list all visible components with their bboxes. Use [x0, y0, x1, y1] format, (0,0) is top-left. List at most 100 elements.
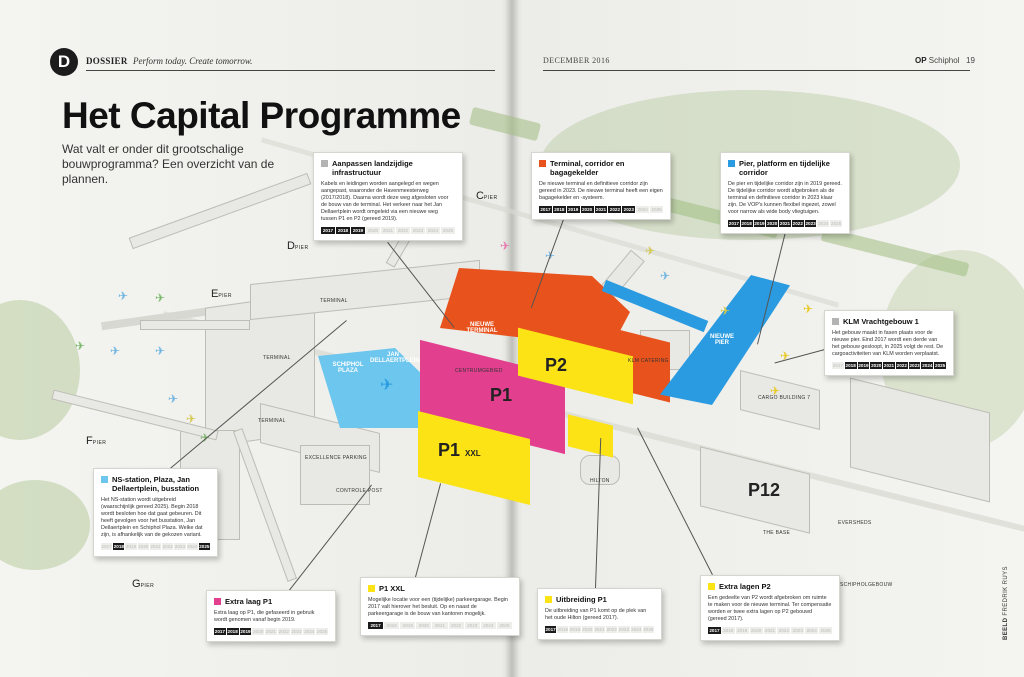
airplane-icon: ✈ — [75, 339, 86, 353]
airplane-icon: ✈ — [780, 349, 791, 363]
timeline-year: 2024 — [921, 362, 934, 369]
color-swatch-icon — [832, 318, 839, 325]
timeline-year: 2017 — [539, 206, 552, 213]
terminal-label: TERMINAL — [320, 298, 348, 304]
timeline-year: 2020 — [252, 628, 265, 635]
timeline-year: 2024 — [630, 626, 642, 633]
airplane-icon: ✈ — [720, 304, 731, 318]
timeline-year: 2019 — [125, 543, 137, 550]
timeline-year: 2025 — [496, 622, 512, 629]
timeline-year: 2023 — [618, 626, 630, 633]
timeline-year: 2022 — [606, 626, 618, 633]
timeline-year: 2018 — [113, 543, 125, 550]
airplane-icon: ✈ — [645, 244, 656, 258]
airplane-icon: ✈ — [660, 269, 671, 283]
pier-d-label: DPIER — [287, 240, 309, 252]
cargo-building-label: CARGO BUILDING 7 — [758, 395, 811, 401]
timeline-year: 2018 — [844, 362, 857, 369]
timeline-year: 2019 — [569, 626, 581, 633]
jan-dellaertplein-label: JAN DELLAERTPLEIN — [370, 352, 420, 364]
airplane-icon: ✈ — [803, 302, 814, 316]
timeline-year: 2020 — [870, 362, 883, 369]
timeline-year: 2020 — [137, 543, 149, 550]
color-swatch-icon — [321, 160, 328, 167]
intro-text: Wat valt er onder dit grootschalige bouw… — [62, 142, 275, 186]
timeline-year: 2022 — [608, 206, 622, 213]
timeline-year: 2022 — [396, 227, 410, 234]
timeline-year: 2018 — [226, 628, 239, 635]
timeline-year: 2019 — [753, 220, 766, 227]
timeline-year: 2020 — [581, 626, 593, 633]
timeline-year: 2020 — [580, 206, 594, 213]
image-credit: BEELD FREDRIK RUYS — [1003, 566, 1009, 640]
nieuwe-terminal-label: NIEUWE TERMINAL — [466, 322, 498, 334]
timeline-year: 2019 — [351, 227, 365, 234]
pier-g-label: GPIER — [132, 578, 155, 590]
page-title: Het Capital Programme — [62, 95, 461, 136]
pier-e-label: EPIER — [211, 288, 233, 300]
timeline-year: 2023 — [622, 206, 636, 213]
airplane-icon: ✈ — [500, 239, 511, 253]
centrumgebied-label: CENTRUMGEBIED — [455, 368, 503, 374]
timeline-year: 2018 — [384, 622, 400, 629]
timeline-year: 2017 — [708, 627, 721, 634]
callout-p1-xxl: P1 XXL Mogelijke locatie voor een (tijde… — [360, 577, 520, 636]
timeline-year: 2023 — [411, 227, 425, 234]
airplane-icon: ✈ — [186, 412, 197, 426]
timeline-year: 2018 — [552, 206, 566, 213]
timeline-year: 2021 — [763, 627, 777, 634]
timeline-year: 2024 — [805, 627, 819, 634]
timeline-year: 2018 — [721, 627, 735, 634]
timeline-year: 2017 — [832, 362, 844, 369]
color-swatch-icon — [708, 583, 715, 590]
timeline-year: 2017 — [368, 622, 384, 629]
timeline-year: 2022 — [777, 627, 791, 634]
timeline-year: 2020 — [366, 227, 380, 234]
timeline-year: 2021 — [779, 220, 791, 227]
airplane-icon: ✈ — [380, 377, 394, 394]
excellence-parking-building — [300, 445, 370, 505]
pier-f-label: FPIER — [86, 435, 107, 447]
timeline-year: 2017 — [214, 628, 226, 635]
airplane-icon: ✈ — [118, 289, 129, 303]
timeline-year: 2019 — [735, 627, 749, 634]
magazine-name: OP Schiphol — [915, 56, 960, 65]
p1-xxl-label: P1 XXL — [438, 440, 481, 460]
color-swatch-icon — [545, 596, 552, 603]
section-label: DOSSIER — [86, 56, 128, 66]
p12-label: P12 — [748, 480, 781, 500]
timeline-year: 2017 — [545, 626, 557, 633]
timeline-year: 2020 — [749, 627, 763, 634]
leader-line — [415, 483, 442, 578]
airplane-icon: ✈ — [168, 392, 179, 406]
p2-label: P2 — [545, 355, 568, 375]
timeline-year: 2023 — [290, 628, 303, 635]
terminal-label: TERMINAL — [263, 355, 291, 361]
pier-building — [232, 428, 298, 582]
timeline-year: 2017 — [101, 543, 113, 550]
timeline-year: 2024 — [303, 628, 316, 635]
timeline-year: 2021 — [432, 622, 448, 629]
timeline-year: 2024 — [817, 220, 830, 227]
issue-date: DECEMBER 2016 — [543, 56, 610, 65]
timeline-year: 2025 — [934, 362, 947, 369]
timeline-year: 2018 — [557, 626, 569, 633]
grass-patch — [0, 300, 80, 440]
callout-extra-lagen-p2: Extra lagen P2 Een gedeelte van P2 wordt… — [700, 575, 840, 641]
timeline-year: 2022 — [791, 220, 804, 227]
color-swatch-icon — [214, 598, 221, 605]
timeline-year: 2017 — [728, 220, 740, 227]
grass-patch — [0, 480, 90, 570]
timeline-year: 2019 — [239, 628, 252, 635]
eversheds-label: EVERSHEDS — [838, 520, 872, 526]
timeline-year: 2024 — [636, 206, 650, 213]
color-swatch-icon — [101, 476, 108, 483]
